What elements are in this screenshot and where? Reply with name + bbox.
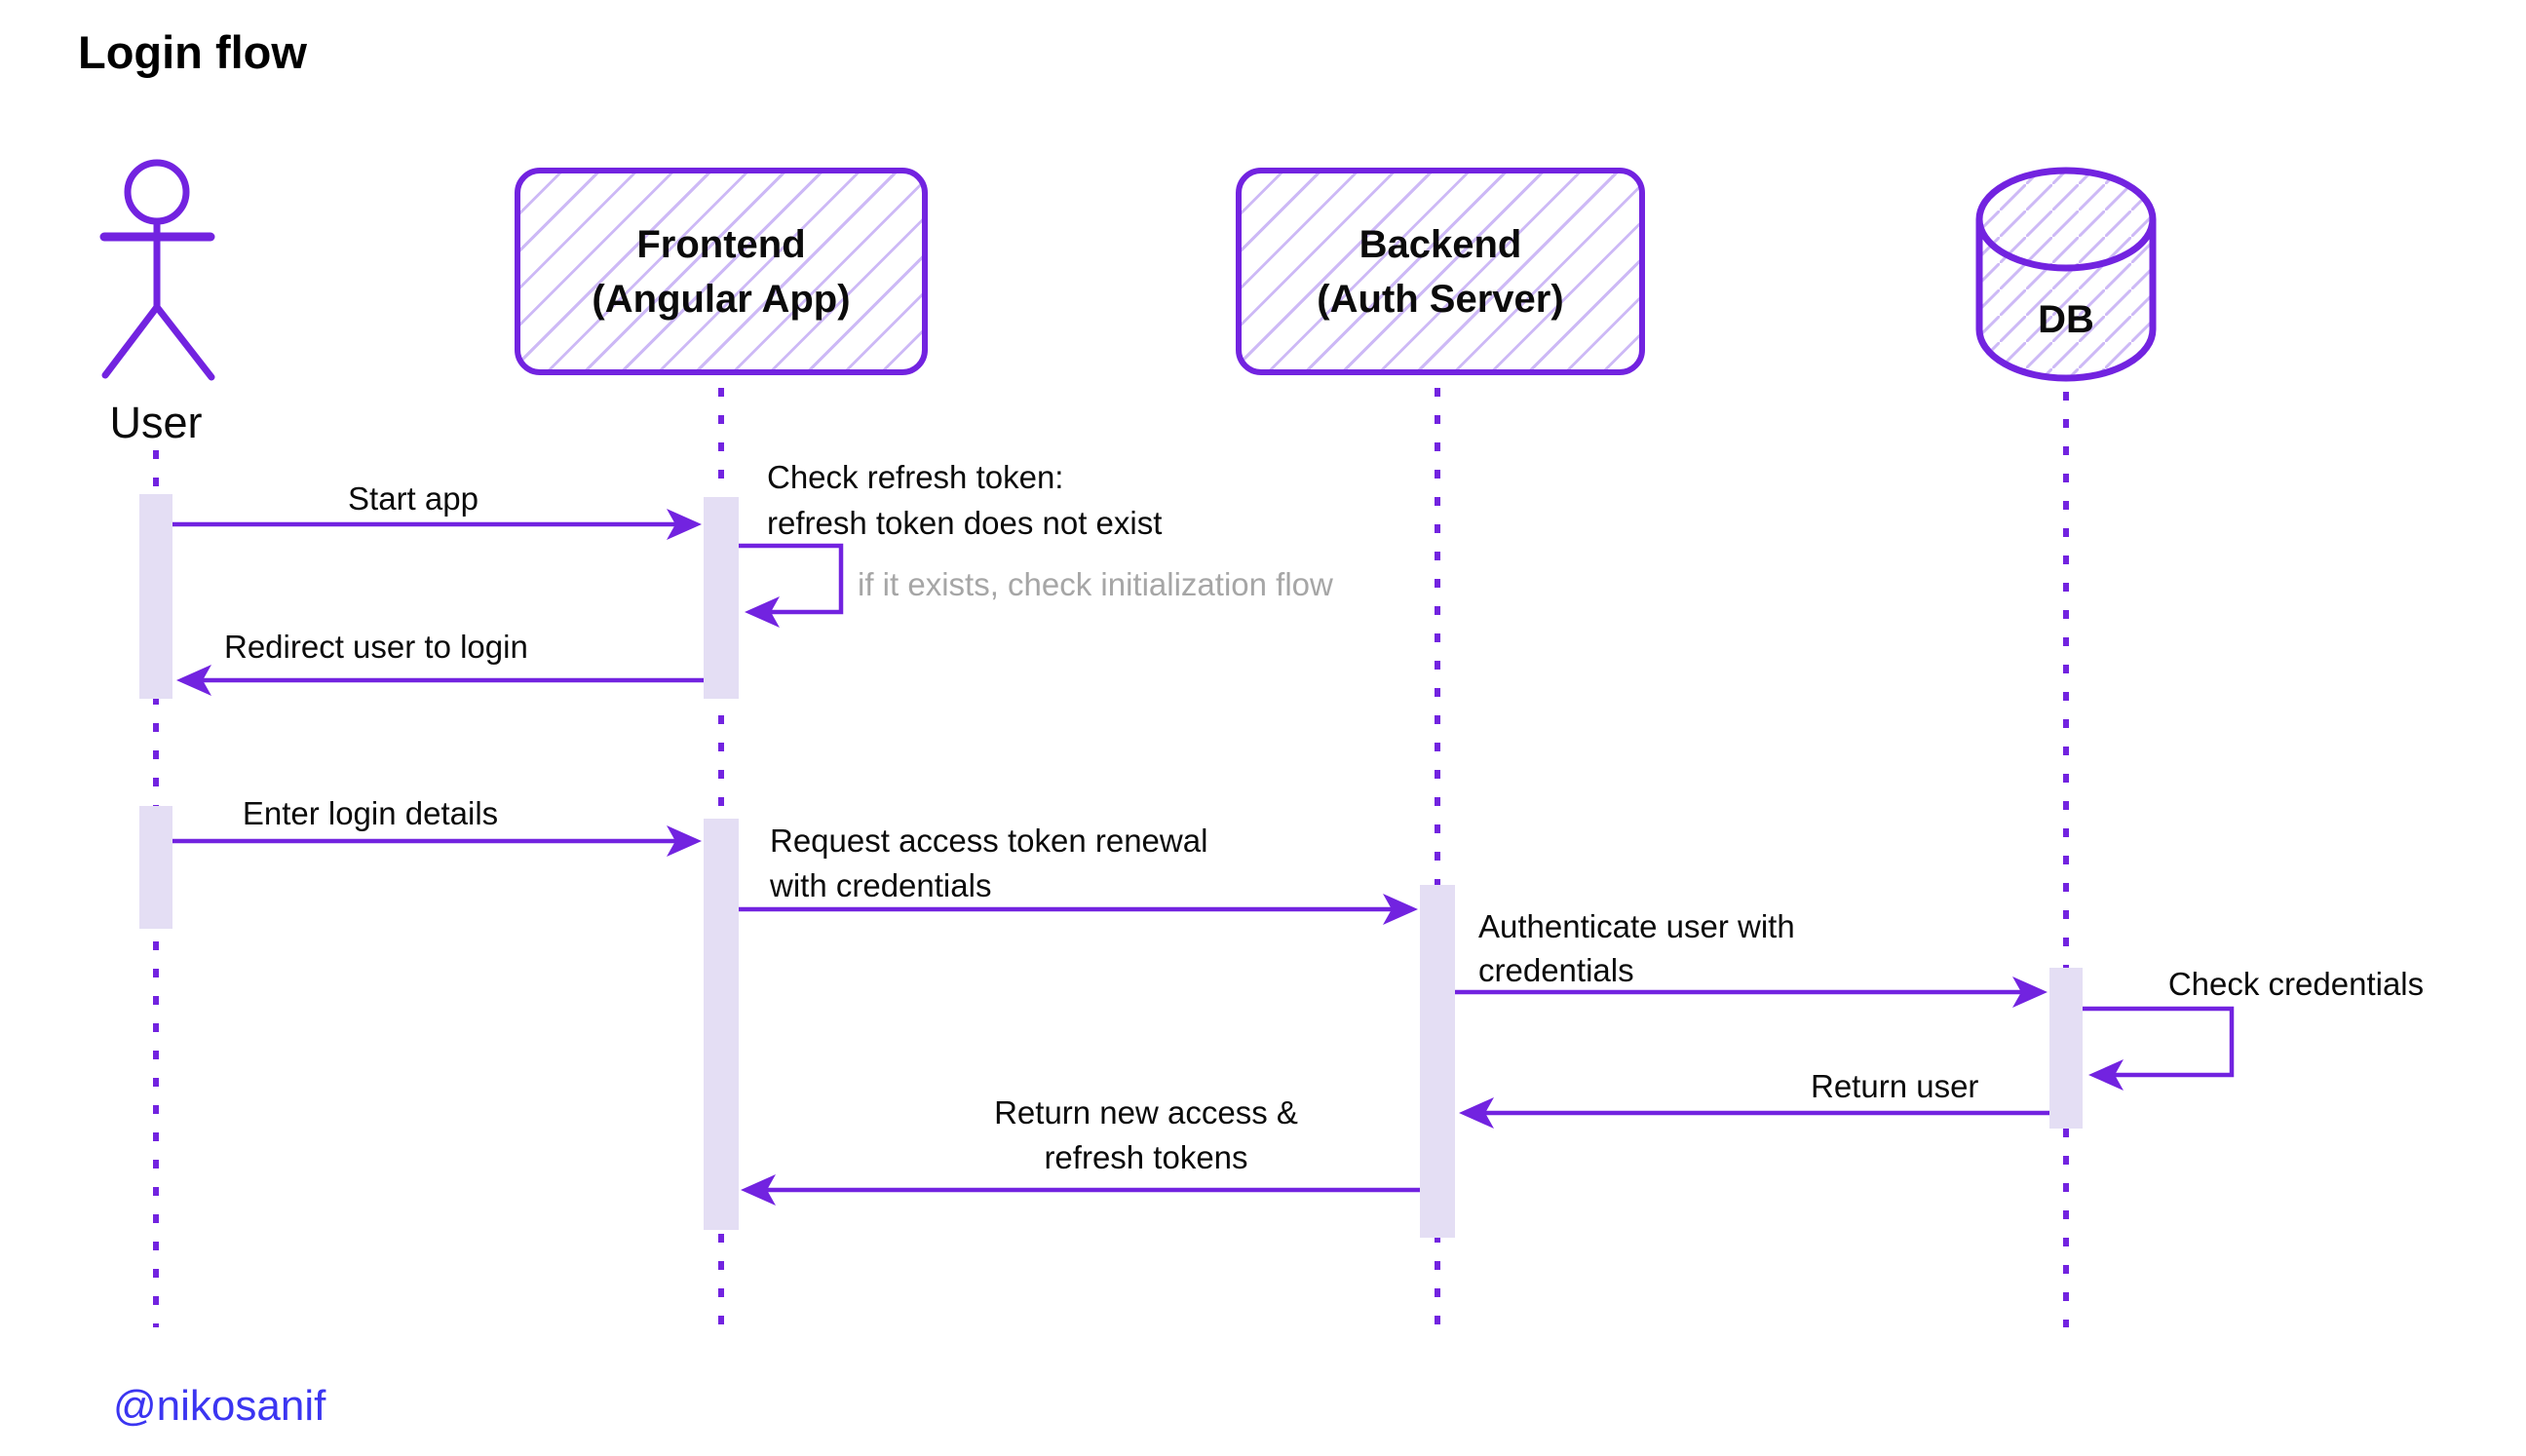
message-label-authenticate-user-line2: credentials [1478, 952, 1634, 988]
diagram-title: Login flow [78, 26, 307, 78]
self-call-arrow-check-credentials [2083, 1006, 2235, 1091]
actor-box-frontend: Frontend (Angular App) [515, 168, 928, 375]
message-label-authenticate-user-line1: Authenticate user with [1478, 908, 1795, 944]
activation-bar-db [2049, 968, 2083, 1129]
arrow-request-access-token-renewal [739, 894, 1418, 925]
activation-bar-backend [1420, 885, 1455, 1238]
lifeline-backend [1435, 388, 1440, 1327]
arrow-enter-login-details [172, 825, 702, 857]
arrow-authenticate-user [1455, 977, 2048, 1008]
actor-label-backend-line1: Backend [1359, 222, 1522, 266]
message-label-return-new-tokens-line2: refresh tokens [1044, 1139, 1248, 1175]
activation-bar-user-2 [139, 806, 172, 929]
author-handle: @nikosanif [113, 1382, 326, 1430]
message-label-authenticate-user: Authenticate user with credentials [1478, 904, 1795, 992]
arrow-return-user [1459, 1097, 2049, 1129]
database-icon [1975, 167, 2157, 382]
message-label-request-access-token-line1: Request access token renewal [770, 823, 1208, 859]
activation-bar-user-1 [139, 494, 172, 699]
user-actor-icon [99, 159, 215, 381]
arrow-start-app [172, 509, 702, 540]
message-label-check-refresh-token: Check refresh token: refresh token does … [767, 454, 1162, 546]
message-label-check-credentials: Check credentials [2167, 966, 2425, 1002]
message-label-check-refresh-token-line2: refresh token does not exist [767, 505, 1163, 541]
arrow-return-new-tokens [741, 1174, 1420, 1206]
activation-bar-frontend-2 [704, 819, 739, 1230]
self-call-arrow-check-refresh-token [739, 543, 844, 628]
actor-label-user: User [109, 398, 203, 447]
message-label-request-access-token: Request access token renewal with creden… [770, 819, 1207, 908]
actor-label-frontend-line2: (Angular App) [592, 277, 851, 321]
message-label-return-user: Return user [1811, 1068, 1979, 1104]
message-arrows [172, 509, 2235, 1206]
message-label-redirect-user: Redirect user to login [224, 629, 528, 665]
message-label-enter-login-details: Enter login details [242, 795, 499, 831]
message-label-check-refresh-token-line1: Check refresh token: [767, 459, 1064, 495]
lifeline-db [2063, 392, 2069, 1327]
actor-box-backend: Backend (Auth Server) [1236, 168, 1645, 375]
message-label-request-access-token-line2: with credentials [770, 867, 992, 903]
actor-label-db: DB [2038, 298, 2094, 341]
actor-label-backend-line2: (Auth Server) [1317, 277, 1564, 321]
activation-bar-frontend-1 [704, 497, 739, 699]
note-if-it-exists: if it exists, check initialization flow [858, 566, 1333, 602]
message-label-return-new-tokens-line1: Return new access & [994, 1094, 1298, 1130]
message-label-return-new-tokens: Return new access & refresh tokens [976, 1091, 1317, 1180]
message-label-start-app: Start app [348, 480, 478, 517]
arrow-redirect-user-to-login [176, 665, 704, 696]
actor-label-frontend-line1: Frontend [636, 222, 806, 266]
